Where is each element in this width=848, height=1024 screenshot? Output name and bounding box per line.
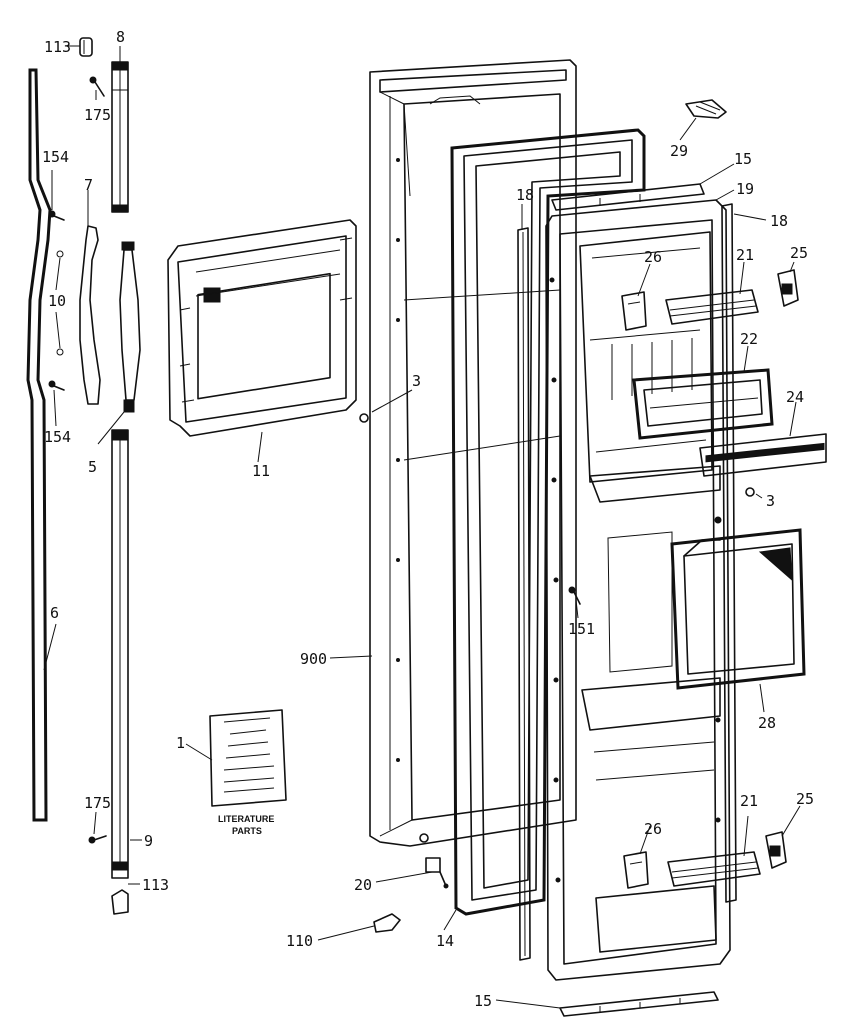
label-21: 21 <box>736 246 754 264</box>
part-14-gasket <box>450 128 646 916</box>
part-1-literature-booklet <box>209 709 287 807</box>
part-154-screws <box>48 210 65 391</box>
label-25-lower: 25 <box>796 790 814 808</box>
label-25: 25 <box>790 244 808 262</box>
label-22: 22 <box>740 330 758 348</box>
part-22-dispenser-shelf <box>632 368 774 440</box>
part-28-dairy-door <box>607 528 806 690</box>
part-labels: 113 8 175 154 7 10 154 5 6 175 9 113 1 1… <box>42 28 814 1010</box>
part-6-handle-trim <box>26 68 52 822</box>
label-24: 24 <box>786 388 804 406</box>
part-25-lower-cap <box>765 831 787 869</box>
part-110-cap <box>373 913 401 933</box>
part-20-hinge-pin <box>425 857 449 889</box>
label-6: 6 <box>50 604 59 622</box>
label-5: 5 <box>88 458 97 476</box>
part-151-screw <box>568 586 581 605</box>
part-19-door-liner <box>545 199 731 981</box>
part-175-screw <box>89 76 105 97</box>
part-5-handle-cover <box>119 241 141 413</box>
label-1: 1 <box>176 734 185 752</box>
label-10: 10 <box>48 292 66 310</box>
part-21-lower-rail <box>667 851 761 887</box>
part-8-upper-trim <box>111 61 129 213</box>
part-7-handle <box>79 225 101 405</box>
label-26-lower: 26 <box>644 820 662 838</box>
label-175: 175 <box>84 106 111 124</box>
part-21-upper-rail <box>665 289 759 325</box>
part-26-lower-bracket <box>623 851 649 889</box>
part-900-outer-door <box>369 59 577 847</box>
literature-label-line1: LITERATURE <box>218 814 274 824</box>
leader-lines <box>43 45 801 1009</box>
label-175-lower: 175 <box>84 794 111 812</box>
literature-label-line2: PARTS <box>232 826 262 836</box>
part-10-clips <box>56 250 64 356</box>
label-110: 110 <box>286 932 313 950</box>
part-11-inner-panel <box>167 219 357 437</box>
label-28: 28 <box>758 714 776 732</box>
label-15: 15 <box>734 150 752 168</box>
label-113-lower: 113 <box>142 876 169 894</box>
label-154-lower: 154 <box>44 428 71 446</box>
label-11: 11 <box>252 462 270 480</box>
part-25-upper-cap <box>777 269 799 307</box>
label-18-right: 18 <box>770 212 788 230</box>
label-26: 26 <box>644 248 662 266</box>
part-9-lower-trim <box>111 429 129 879</box>
label-900: 900 <box>300 650 327 668</box>
part-15-bottom-cap <box>559 991 719 1017</box>
label-20: 20 <box>354 876 372 894</box>
part-3-plug-right <box>745 487 755 497</box>
label-3-right: 3 <box>766 492 775 510</box>
label-9: 9 <box>144 832 153 850</box>
part-175-screw-lower <box>88 835 107 844</box>
label-113: 113 <box>44 38 71 56</box>
part-18-breaker-strip-left <box>517 227 531 961</box>
part-29-retainer <box>685 99 727 119</box>
label-154: 154 <box>42 148 69 166</box>
part-3-plug <box>359 413 369 423</box>
label-19: 19 <box>736 180 754 198</box>
label-14: 14 <box>436 932 454 950</box>
label-151: 151 <box>568 620 595 638</box>
part-24-shelf-front <box>699 433 827 477</box>
label-18: 18 <box>516 186 534 204</box>
label-7: 7 <box>84 176 93 194</box>
part-26-upper-bracket <box>621 291 647 331</box>
part-113-top-clip <box>79 37 93 57</box>
part-113-bottom-clip <box>111 889 129 915</box>
label-21-lower: 21 <box>740 792 758 810</box>
label-8: 8 <box>116 28 125 46</box>
label-15-lower: 15 <box>474 992 492 1010</box>
label-29: 29 <box>670 142 688 160</box>
label-3: 3 <box>412 372 421 390</box>
part-15-top-cap <box>551 183 705 211</box>
